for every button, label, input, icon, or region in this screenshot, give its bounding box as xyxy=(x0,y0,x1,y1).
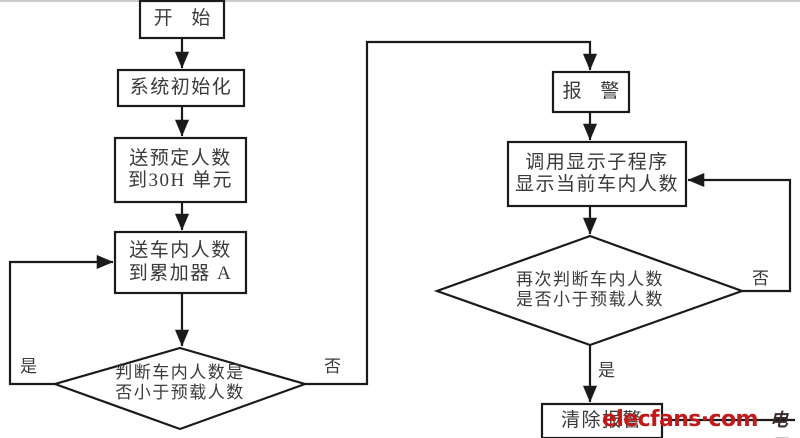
node-start-shape xyxy=(138,0,226,40)
edge-decide2-no-loop xyxy=(687,172,792,293)
node-decide2-shape xyxy=(433,234,746,347)
node-display-shape xyxy=(506,140,688,208)
node-decide1-shape xyxy=(51,346,309,431)
node-preset-shape xyxy=(113,136,248,204)
edge-decide1-no-to-alarm xyxy=(305,40,598,386)
node-init-shape xyxy=(116,68,246,108)
node-load-acc-shape xyxy=(113,230,248,295)
node-alarm-shape xyxy=(551,70,631,114)
node-clear-shape xyxy=(540,402,664,438)
edge-decide1-yes-loop xyxy=(8,254,114,386)
